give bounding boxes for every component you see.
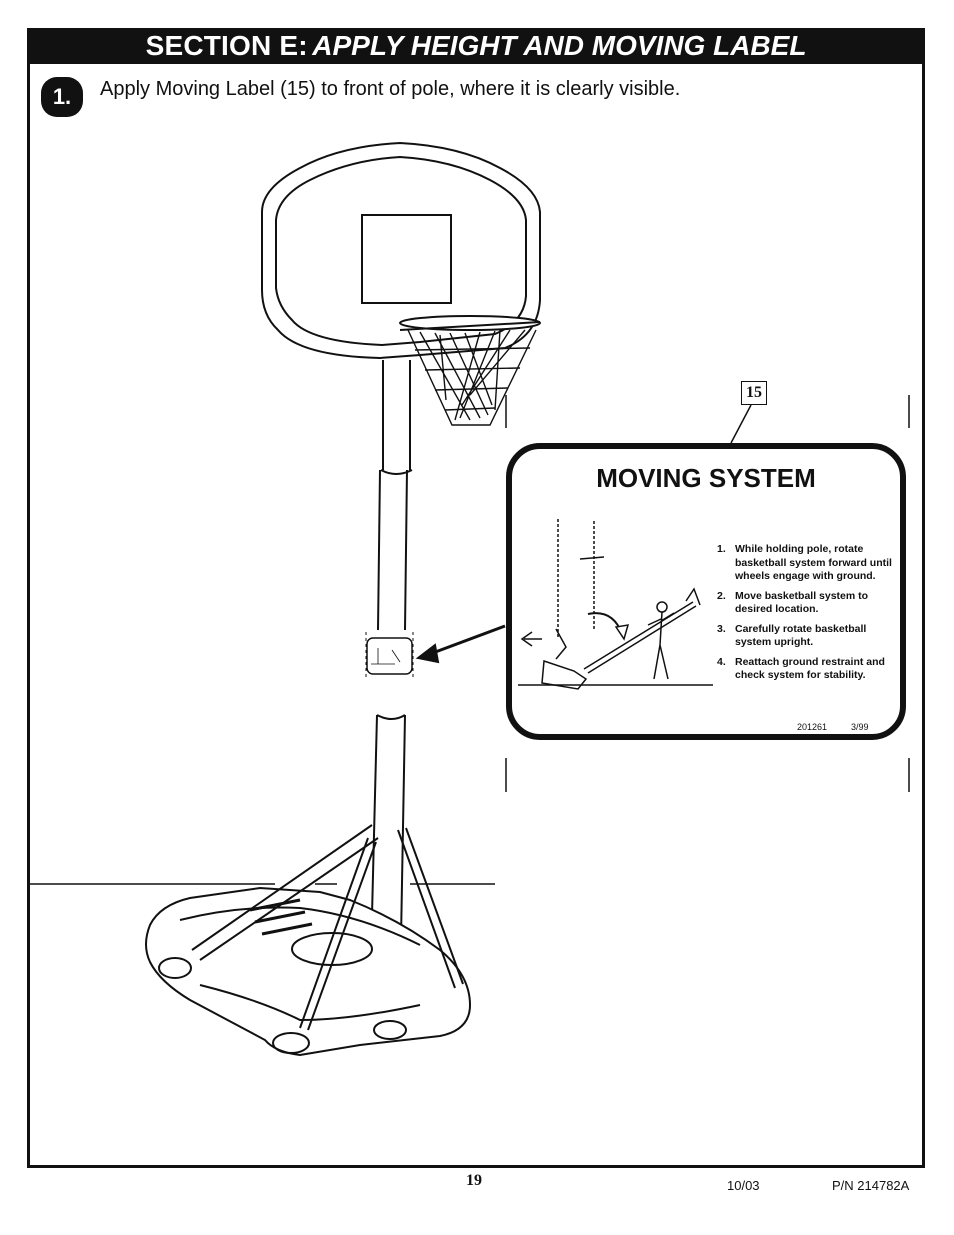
label-figure bbox=[518, 519, 713, 690]
step-number-badge: 1. bbox=[41, 77, 83, 117]
leader-arrowhead bbox=[415, 643, 440, 664]
footer-part-number: P/N 214782A bbox=[832, 1178, 910, 1193]
label-rotate-arrow bbox=[587, 612, 623, 635]
wheel-left bbox=[158, 957, 192, 979]
pole-moving-label bbox=[366, 637, 413, 675]
label-person-head bbox=[656, 601, 668, 613]
pole-upper bbox=[382, 360, 411, 470]
label-step: 3.Carefully rotate basketball system upr… bbox=[717, 622, 867, 649]
wheel-front bbox=[272, 1032, 310, 1054]
step-instruction: Apply Moving Label (15) to front of pole… bbox=[100, 78, 681, 100]
callout-leader bbox=[730, 404, 752, 444]
brace-left bbox=[191, 824, 379, 961]
label-step: 4.Reattach ground restraint and check sy… bbox=[717, 655, 885, 682]
label-step: 1.While holding pole, rotate basketball … bbox=[717, 543, 892, 582]
brace-right bbox=[397, 827, 464, 989]
label-tilted-pole bbox=[583, 601, 697, 674]
backboard-inner bbox=[275, 155, 527, 347]
wheel-right bbox=[373, 1020, 407, 1040]
backboard-target-square bbox=[361, 214, 452, 304]
label-trim-marks bbox=[505, 395, 910, 792]
backboard-outline bbox=[261, 141, 541, 360]
leader-arrow-line bbox=[429, 624, 506, 656]
part-callout: 15 bbox=[741, 381, 767, 405]
label-pole-upright bbox=[557, 519, 595, 639]
label-code: 201261 bbox=[797, 722, 828, 732]
base-body bbox=[145, 886, 472, 1057]
label-move-arrow bbox=[520, 631, 542, 647]
moving-system-label: MOVING SYSTEM 1.While holding pole, rota… bbox=[506, 443, 906, 740]
label-title: MOVING SYSTEM bbox=[596, 463, 816, 493]
section-title: APPLY HEIGHT AND MOVING LABEL bbox=[312, 30, 807, 61]
label-step: 2.Move basketball system to desired loca… bbox=[717, 589, 869, 616]
net bbox=[407, 329, 537, 426]
label-date: 3/99 bbox=[851, 722, 869, 732]
label-steps-list: 1.While holding pole, rotate basketball … bbox=[717, 543, 902, 689]
brace-center bbox=[299, 837, 377, 1031]
label-person-body bbox=[647, 611, 675, 680]
pole-middle bbox=[377, 469, 408, 631]
section-header: SECTION E: APPLY HEIGHT AND MOVING LABEL bbox=[27, 28, 925, 64]
label-base-tilted bbox=[541, 659, 588, 690]
page-number: 19 bbox=[466, 1172, 482, 1189]
footer-date: 10/03 bbox=[727, 1178, 760, 1193]
section-prefix: SECTION E: bbox=[145, 30, 308, 61]
